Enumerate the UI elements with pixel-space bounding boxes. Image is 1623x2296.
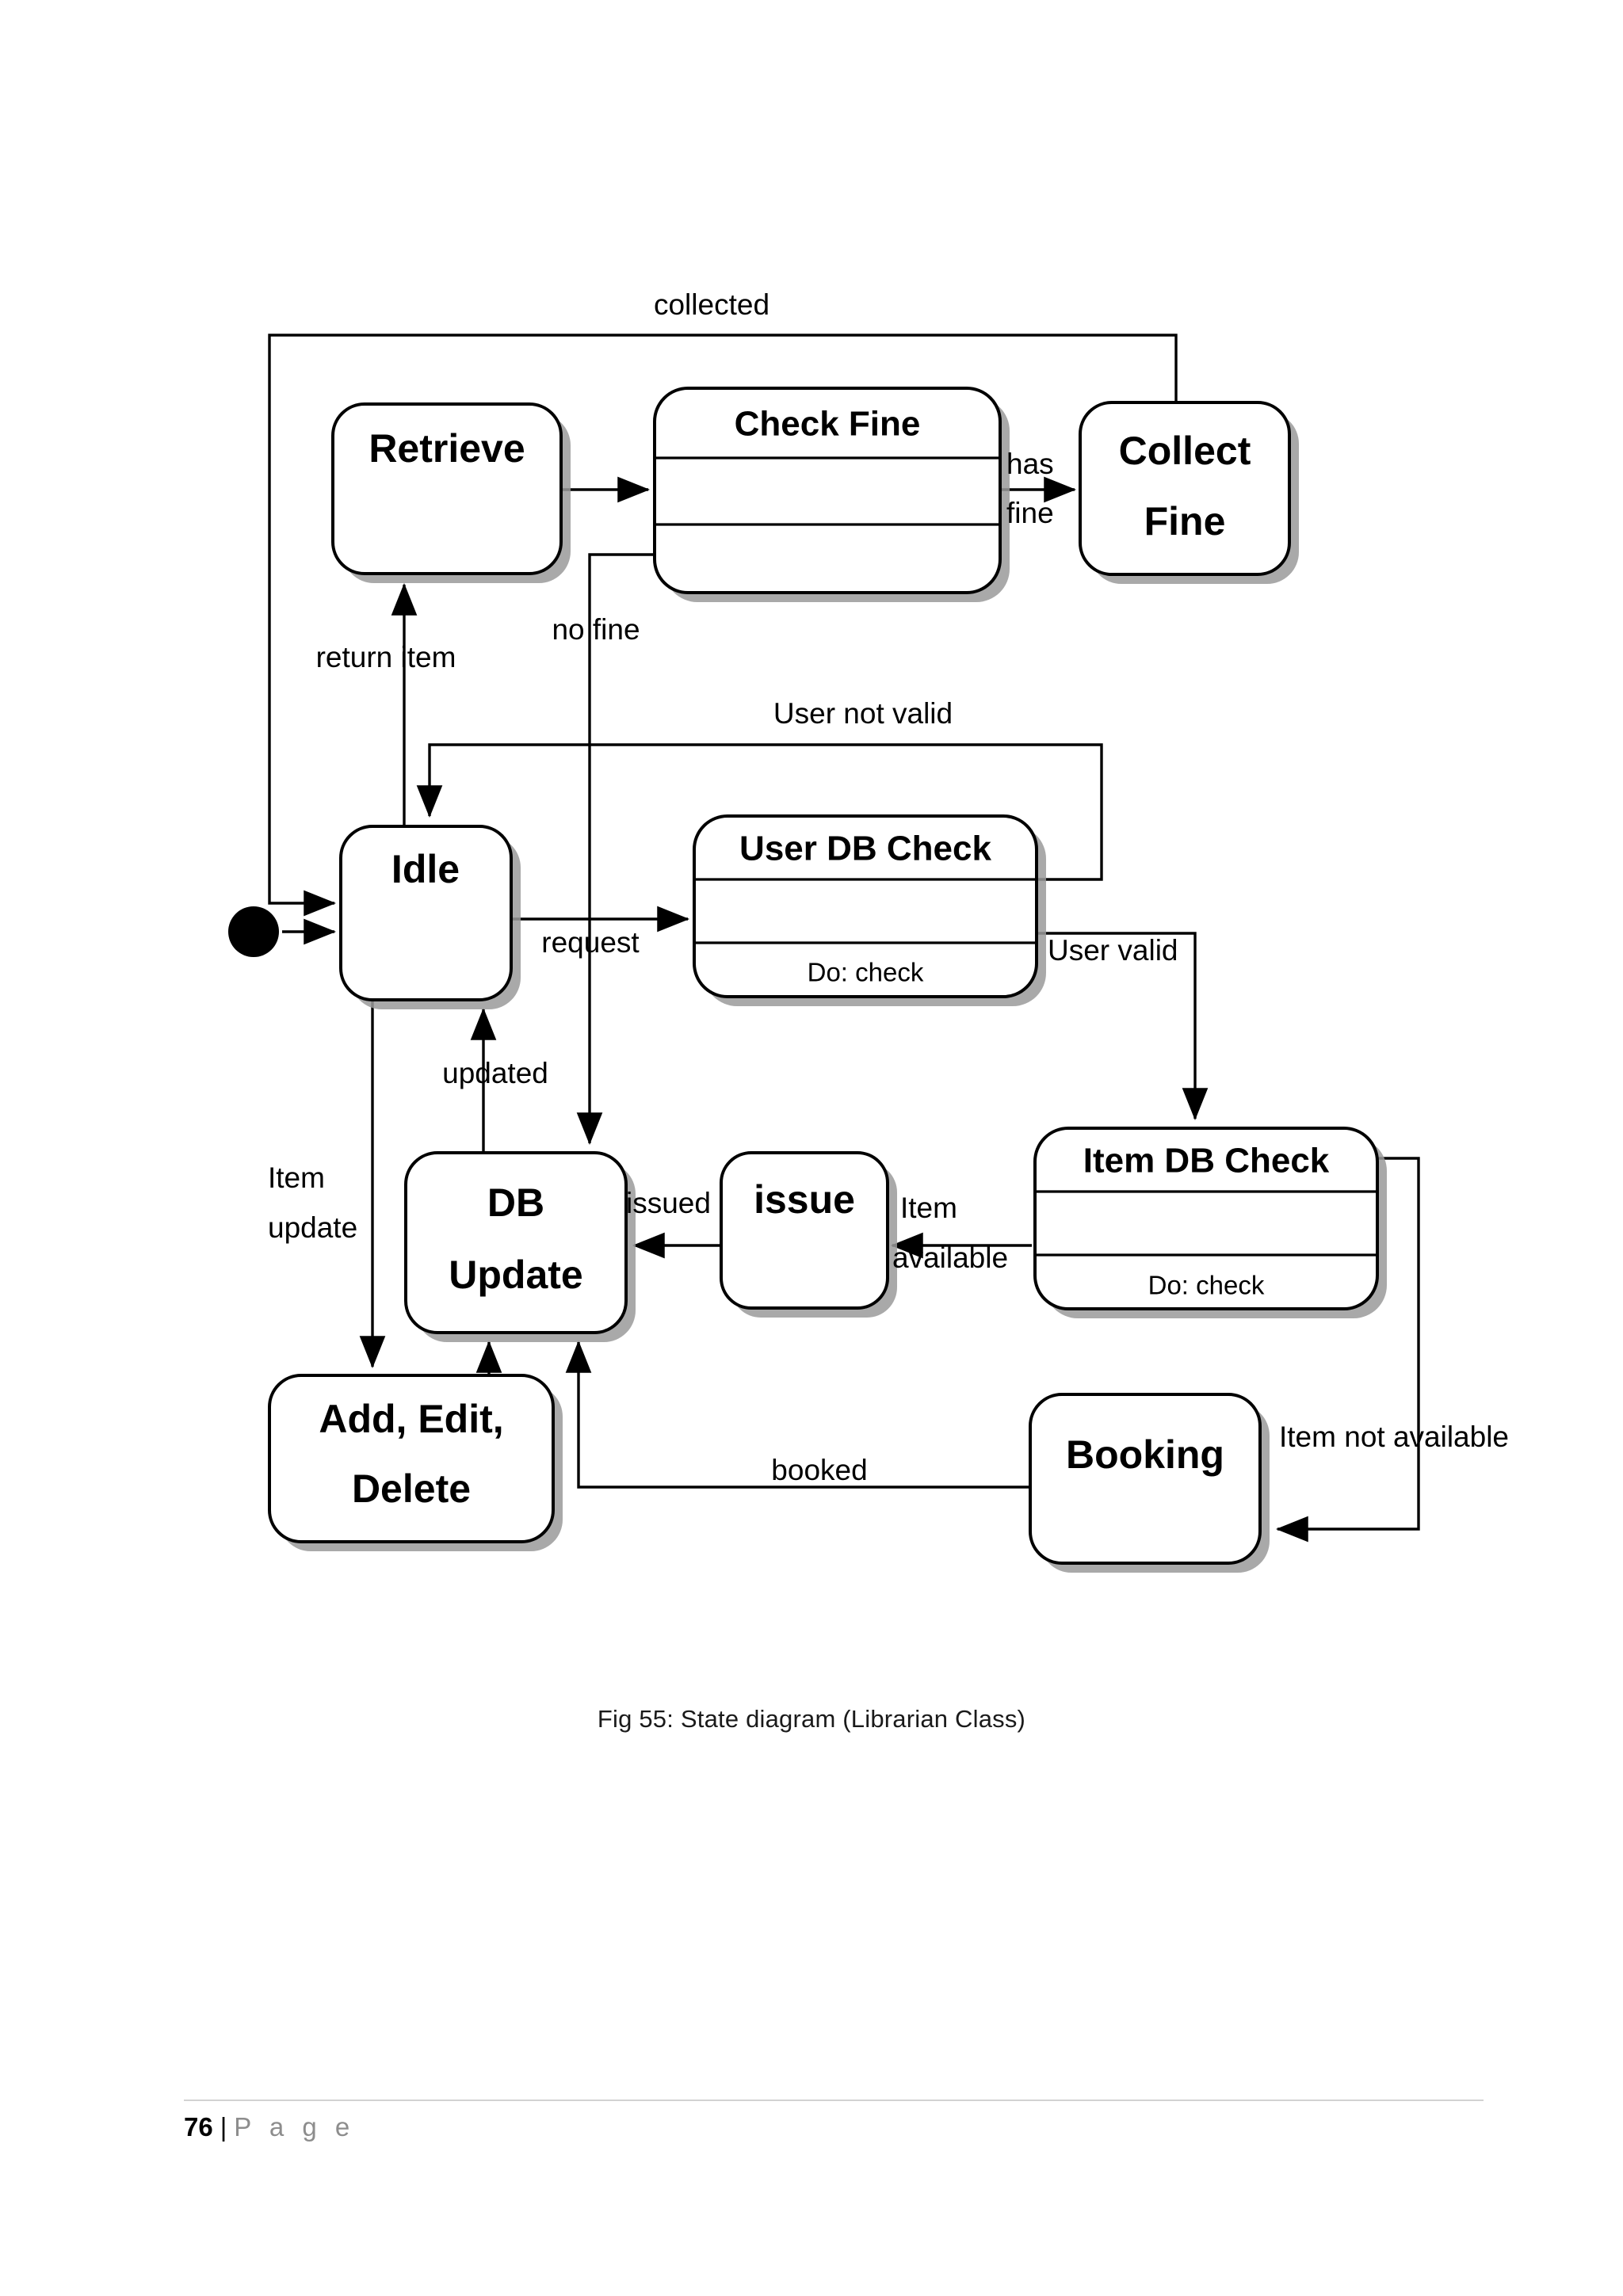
transition-collected-path [268,334,1178,917]
state-user-db-check-label: User DB Check [739,830,991,868]
state-db-update-label-line2: Update [449,1253,582,1297]
state-user-db-check-body [693,814,1038,998]
figure-caption: Fig 55: State diagram (Librarian Class) [597,1705,1026,1733]
transition-booked-path [565,1340,1030,1489]
page-footer: 76 | P a g e [184,2100,1484,2142]
state-db-update-body [404,1151,628,1334]
state-collect-fine-body [1079,401,1291,576]
state-issue-body [720,1151,889,1310]
state-item-db-check-activity: Do: check [1148,1271,1265,1300]
footer-separator: | [220,2112,227,2142]
state-idle-label: Idle [391,847,460,891]
state-user-db-check[interactable]: User DB Check Do: check [693,814,1046,1006]
state-db-update[interactable]: DB Update [404,1151,636,1342]
transition-label-request: request [541,926,640,959]
state-idle[interactable]: Idle [339,825,521,1009]
transition-label-item-available-line1: Item [900,1192,957,1224]
state-collect-fine-label-line2: Fine [1144,499,1226,543]
state-user-db-check-activity: Do: check [808,958,924,987]
transition-label-item-available-line2: available [892,1241,1008,1274]
state-diagram-figure: Retrieve Check Fine Collect Fine [228,288,1509,1573]
transition-label-user-valid: User valid [1048,934,1178,967]
state-add-edit-delete-label-line2: Delete [352,1466,471,1511]
transition-label-updated: updated [442,1057,548,1089]
state-check-fine[interactable]: Check Fine [653,387,1010,602]
state-add-edit-delete-body [268,1374,555,1543]
state-booking-body [1029,1393,1262,1565]
state-db-update-label-line1: DB [487,1180,544,1225]
state-diagram-canvas: Retrieve Check Fine Collect Fine [228,288,1509,1573]
state-item-db-check-body [1033,1127,1379,1310]
transition-label-item-update-line1: Item [268,1161,325,1194]
transition-label-item-not-available: Item not available [1279,1421,1509,1453]
state-booking[interactable]: Booking [1029,1393,1270,1573]
state-item-db-check-label: Item DB Check [1083,1142,1330,1180]
state-add-edit-delete[interactable]: Add, Edit, Delete [268,1374,563,1551]
transition-nofine-path [576,553,655,1146]
transition-label-user-not-valid: User not valid [773,697,953,730]
state-collect-fine[interactable]: Collect Fine [1079,401,1299,584]
state-retrieve-body [331,402,563,575]
state-check-fine-label: Check Fine [735,405,921,444]
footer-page-number: 76 [184,2112,213,2142]
transition-label-return-item: return item [316,641,456,673]
state-issue[interactable]: issue [720,1151,897,1318]
transition-itemnotavailable-path [1275,1157,1420,1543]
state-issue-label: issue [754,1177,855,1222]
transition-label-booked: booked [771,1454,867,1486]
transition-uservalid-path [1030,932,1209,1121]
transition-label-item-update-line2: update [268,1211,357,1244]
state-add-edit-delete-label-line1: Add, Edit, [319,1397,503,1441]
transition-label-no-fine: no fine [552,613,640,646]
state-retrieve[interactable]: Retrieve [331,402,571,583]
initial-pseudostate-icon [228,906,279,957]
state-collect-fine-label-line1: Collect [1119,429,1251,473]
state-retrieve-label: Retrieve [369,426,525,471]
state-item-db-check[interactable]: Item DB Check Do: check [1033,1127,1387,1318]
state-idle-body [339,825,513,1001]
footer-page-word: P a g e [234,2112,356,2142]
state-booking-label: Booking [1066,1432,1224,1477]
state-check-fine-body [653,387,1002,594]
transition-label-collected: collected [654,288,769,321]
transition-label-issued: issued [626,1187,711,1219]
transition-label-has-fine-line2: fine [1006,497,1054,529]
transition-usernotvalid-path [416,743,1103,881]
transition-label-has-fine-line1: has [1006,448,1054,480]
